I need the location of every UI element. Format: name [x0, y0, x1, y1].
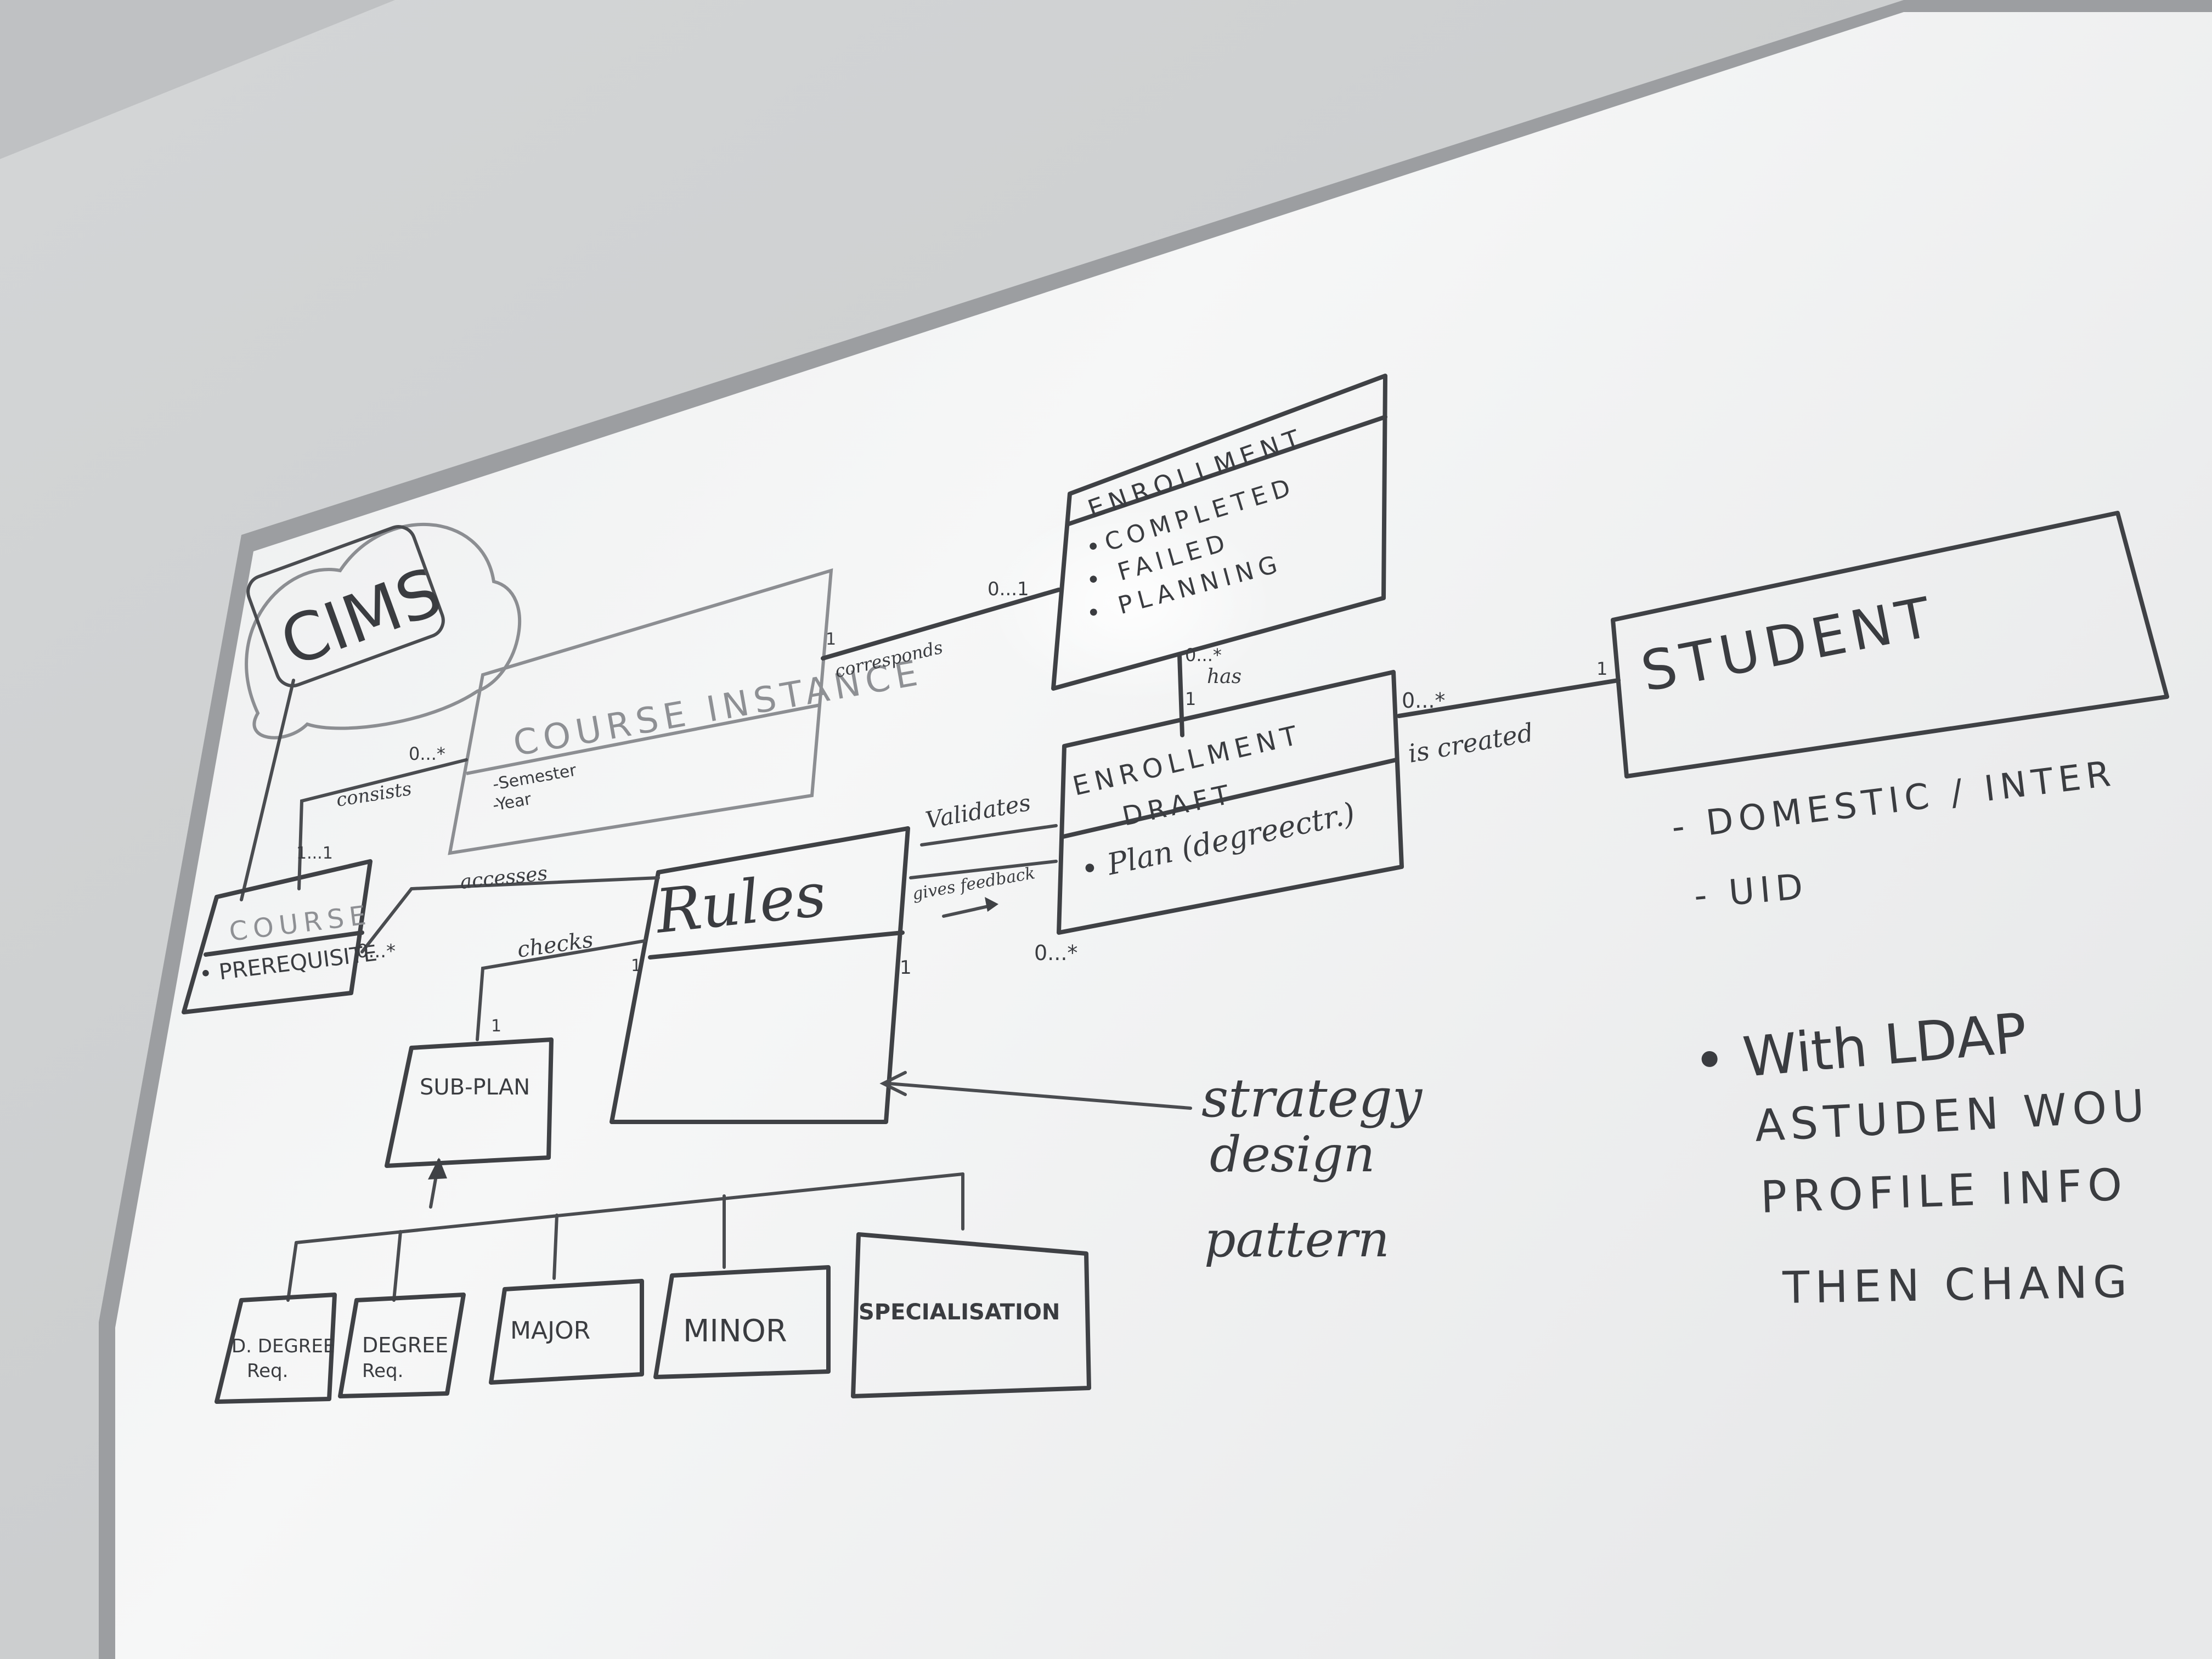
- subclass-d-degree-req: D. DEGREE Req.: [215, 1293, 337, 1404]
- subclass-minor: MINOR: [653, 1265, 831, 1379]
- checks-mult-rules: 1: [631, 956, 641, 975]
- is-created-mult-right: 1: [1596, 658, 1607, 679]
- subclass-degree-req: DEGREE Req.: [338, 1293, 466, 1398]
- subclass-major: MAJOR: [489, 1279, 644, 1385]
- subclass-specialisation: SPECIALISATION: [851, 1232, 1091, 1398]
- subclass-major-label: MAJOR: [510, 1317, 590, 1345]
- subclass-degree-line1: DEGREE: [362, 1333, 448, 1357]
- ldap-notes: • With LDAP ASTUDEN WOU PROFILE INFO THE…: [1691, 1001, 2151, 1313]
- consists-mult-top: 0...*: [409, 743, 445, 764]
- student-attr-uid: - UID: [1692, 866, 1810, 917]
- relation-accesses: accesses 0...*: [357, 862, 660, 962]
- subclass-specialisation-label: SPECIALISATION: [859, 1300, 1060, 1325]
- subclass-degree-line2: Req.: [362, 1360, 403, 1382]
- has-label: has: [1207, 665, 1242, 688]
- subclass-minor-label: MINOR: [683, 1313, 787, 1349]
- subclass-d-degree-line1: D. DEGREE: [232, 1335, 335, 1357]
- feedback-arrow-icon: [985, 897, 998, 912]
- whiteboard-surface: [115, 12, 2212, 1659]
- annotation-line3: pattern: [1204, 1211, 1390, 1268]
- class-rules: Rules: [610, 826, 910, 1124]
- annotation-line1: strategy: [1201, 1068, 1423, 1129]
- inheritance-arrow-icon: [428, 1158, 447, 1180]
- gives-feedback-mult: 0...*: [1034, 941, 1077, 965]
- annotation-line2: design: [1210, 1126, 1375, 1183]
- corresponds-mult-right: 0...1: [988, 578, 1029, 600]
- subclass-d-degree-line2: Req.: [247, 1360, 288, 1382]
- consists-mult-bottom: 1...1: [296, 844, 333, 863]
- is-created-mult-left: 0...*: [1402, 689, 1445, 713]
- relation-has: 0...* has 1: [1177, 645, 1242, 737]
- ceiling: [0, 0, 395, 159]
- notes-line4: THEN CHANG: [1782, 1256, 2133, 1313]
- corresponds-mult-left: 1: [826, 630, 836, 649]
- class-sub-plan: SUB-PLAN: [385, 1037, 554, 1168]
- accesses-mult-course: 0...*: [357, 940, 396, 962]
- sub-plan-name: SUB-PLAN: [420, 1075, 530, 1100]
- has-mult-bottom: 1: [1185, 689, 1196, 709]
- inheritance-tree: [286, 1158, 964, 1302]
- checks-mult-subplan: 1: [491, 1017, 501, 1036]
- gives-feedback-mult-rules: 1: [900, 957, 912, 979]
- glare: [988, 505, 1273, 702]
- has-mult-top: 0...*: [1185, 645, 1222, 665]
- strategy-annotation: strategy design pattern: [879, 1068, 1423, 1268]
